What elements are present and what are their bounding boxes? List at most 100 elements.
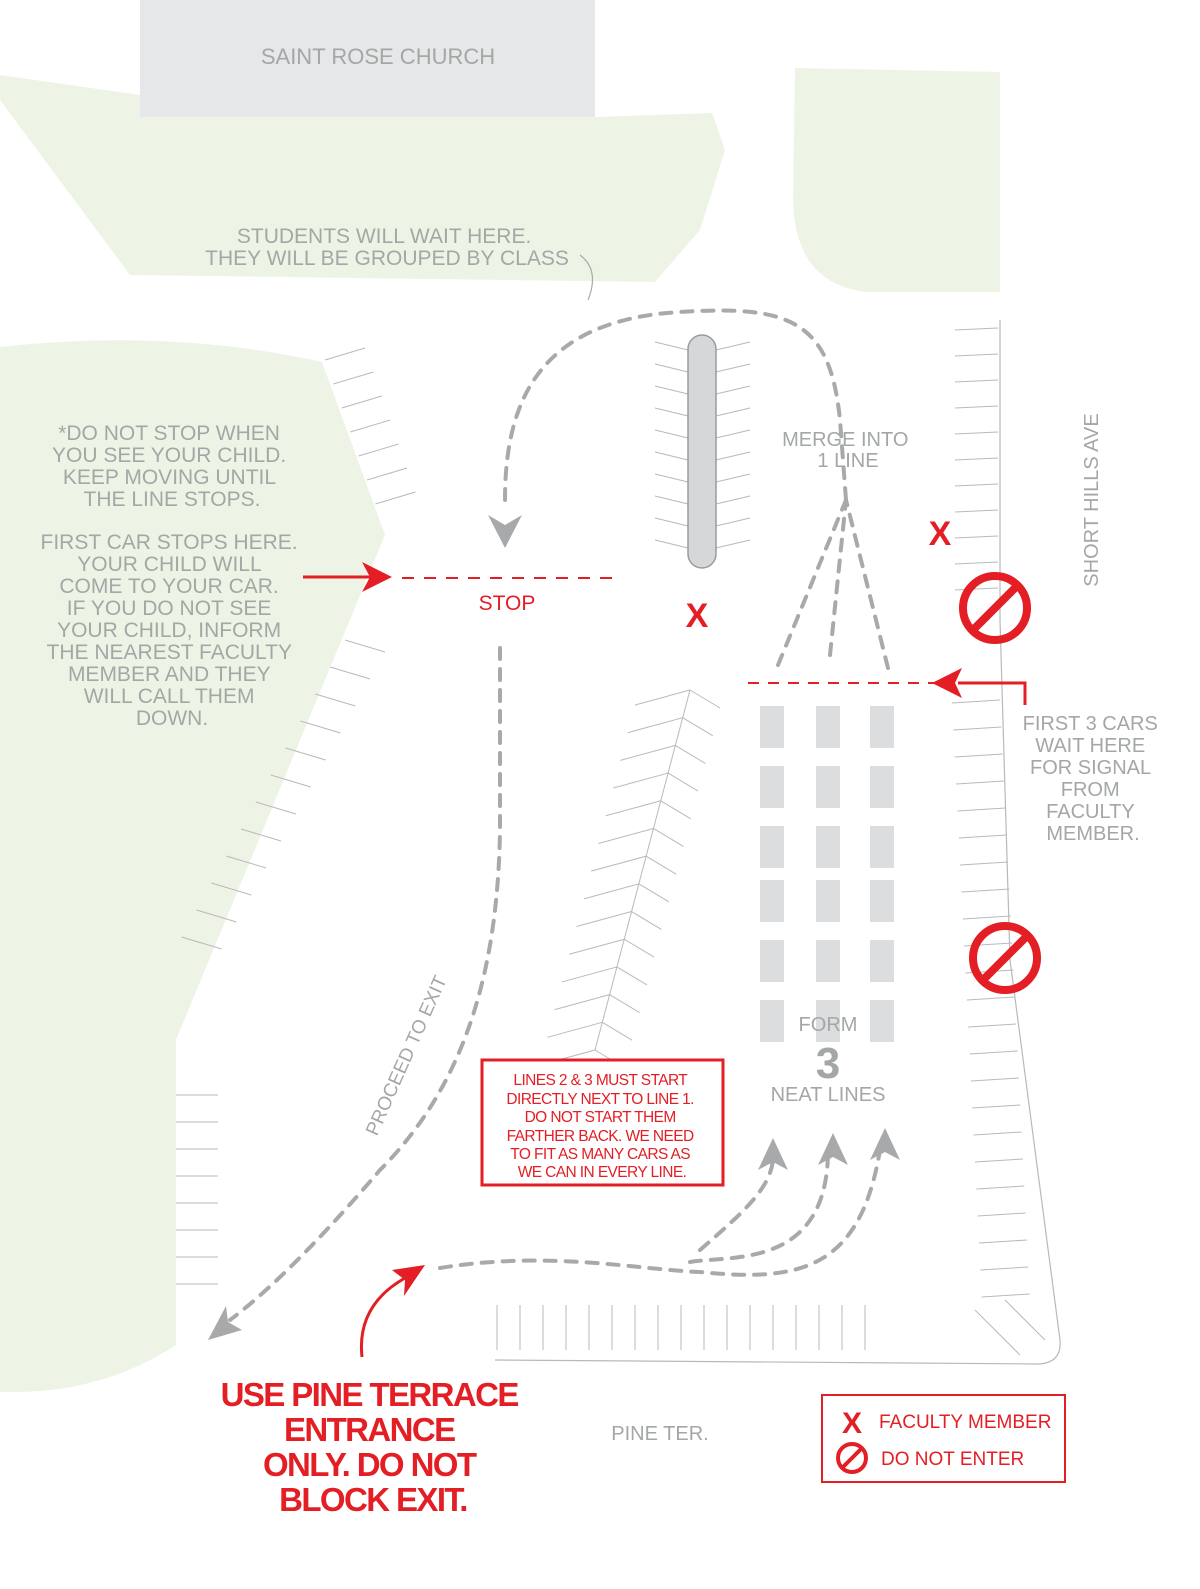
parking-stripe: [715, 495, 751, 505]
note-line: FROM: [1061, 779, 1120, 801]
parking-stripe: [653, 828, 684, 847]
stop-arrow-head: [362, 562, 392, 592]
parking-stripe: [972, 1104, 1021, 1109]
faculty-x-icon: X: [686, 597, 709, 635]
parking-stripe: [954, 535, 999, 539]
students-wait-note: STUDENTS WILL WAIT HERE. THEY WILL BE GR…: [205, 225, 569, 270]
note-line: FACULTY: [1046, 801, 1134, 823]
parking-stripe: [583, 883, 639, 900]
car-slot: [816, 1000, 840, 1042]
parking-stripe: [315, 693, 356, 707]
parking-stripe: [627, 717, 683, 734]
note-line: MEMBER.: [1046, 823, 1139, 845]
church-building: [140, 0, 595, 117]
parking-stripe: [654, 385, 689, 395]
parking-stripe: [240, 828, 282, 842]
note-line: DIRECTLY NEXT TO LINE 1.: [506, 1091, 693, 1108]
parking-stripe: [954, 405, 999, 409]
first-3-cars-note: FIRST 3 CARS WAIT HERE FOR SIGNAL FROM F…: [1023, 713, 1164, 845]
car-slot: [816, 880, 840, 922]
parking-stripe: [609, 994, 640, 1014]
note-line: KEEP MOVING UNTIL: [63, 466, 275, 489]
parking-stripe: [654, 341, 689, 351]
parking-stripe: [654, 473, 689, 483]
parking-stripe: [300, 720, 341, 734]
parking-stripe: [605, 800, 661, 817]
parking-stripe: [954, 431, 999, 435]
parking-stripe: [954, 753, 1003, 758]
wait-arrow-head: [932, 668, 962, 698]
route-arrowhead-exit: [208, 1306, 242, 1340]
form-number: 3: [816, 1039, 840, 1088]
students-pointer: [579, 254, 594, 301]
car-slot: [760, 940, 784, 982]
parking-stripe: [270, 774, 311, 788]
car-slot: [760, 1000, 784, 1042]
note-line: ENTRANCE: [284, 1411, 455, 1448]
car-slot: [760, 880, 784, 922]
parking-stripe: [285, 747, 326, 761]
car-slot: [870, 880, 894, 922]
parking-stripe: [255, 801, 297, 815]
parking-stripe: [962, 915, 1011, 920]
note-line: STUDENTS WILL WAIT HERE.: [237, 225, 531, 248]
car-slot: [760, 766, 784, 808]
parking-stripe: [715, 407, 751, 417]
parking-stripe: [623, 938, 655, 958]
parking-stripe: [547, 1021, 603, 1038]
merge-label: MERGE INTO 1 LINE: [782, 429, 914, 472]
lines-note: LINES 2 & 3 MUST START DIRECTLY NEXT TO …: [506, 1072, 697, 1181]
proceed-to-exit-label: PROCEED TO EXIT: [362, 972, 451, 1138]
form-label: FORM: [799, 1014, 858, 1036]
parking-stripe: [602, 1021, 633, 1041]
parking-stripe: [654, 429, 689, 439]
parking-stripe: [634, 689, 691, 706]
note-line: THE NEAREST FACULTY: [47, 641, 292, 664]
parking-stripe: [196, 909, 237, 923]
parking-stripe: [954, 353, 999, 357]
parking-stripe: [689, 689, 721, 709]
entry-route-line1: [698, 1158, 775, 1252]
parking-stripe: [953, 726, 1002, 731]
parking-stripe: [654, 517, 689, 527]
no-entry-icon: [836, 1442, 868, 1474]
faculty-x-icon: X: [842, 1407, 862, 1440]
note-line: 1 LINE: [817, 450, 878, 472]
parking-stripe: [715, 539, 751, 549]
note-line: THE LINE STOPS.: [84, 488, 261, 511]
parking-stripe: [954, 457, 999, 461]
legend-label-faculty: FACULTY MEMBER: [879, 1412, 1051, 1433]
parking-stripe: [954, 587, 999, 591]
parking-stripe: [954, 483, 999, 487]
neat-lines-label: NEAT LINES: [771, 1084, 886, 1106]
parking-stripe: [715, 451, 751, 461]
short-hills-ave-label: SHORT HILLS AVE: [1081, 413, 1103, 586]
car-slot: [760, 706, 784, 748]
up-arrowhead-1: [758, 1138, 788, 1170]
parking-stripe: [675, 744, 706, 764]
entrance-arrow-head: [392, 1265, 425, 1296]
parking-stripe: [620, 744, 676, 761]
lawn-top-left: [0, 75, 725, 282]
wait-arrow-shaft: [958, 681, 1027, 705]
note-line: YOU SEE YOUR CHILD.: [52, 444, 286, 467]
car-slot: [870, 706, 894, 748]
parking-stripe: [976, 1185, 1025, 1190]
stop-label: STOP: [479, 592, 536, 615]
note-line: WAIT HERE: [1035, 735, 1145, 757]
note-line: ONLY. DO NOT: [263, 1446, 477, 1483]
parking-stripe: [598, 827, 654, 844]
parking-stripe: [181, 936, 222, 950]
parking-stripe: [1004, 1299, 1046, 1341]
note-line: MEMBER AND THEY: [68, 663, 271, 686]
car-slot: [816, 766, 840, 808]
parking-stripe: [350, 419, 391, 433]
pine-ter-label: PINE TER.: [611, 1423, 708, 1445]
car-slot: [870, 1000, 894, 1042]
entry-route-line2: [688, 1148, 830, 1264]
note-line: MERGE INTO: [782, 429, 908, 451]
parking-stripe: [638, 883, 670, 903]
parking-stripe: [978, 1239, 1028, 1244]
parking-stripe: [973, 1131, 1022, 1136]
